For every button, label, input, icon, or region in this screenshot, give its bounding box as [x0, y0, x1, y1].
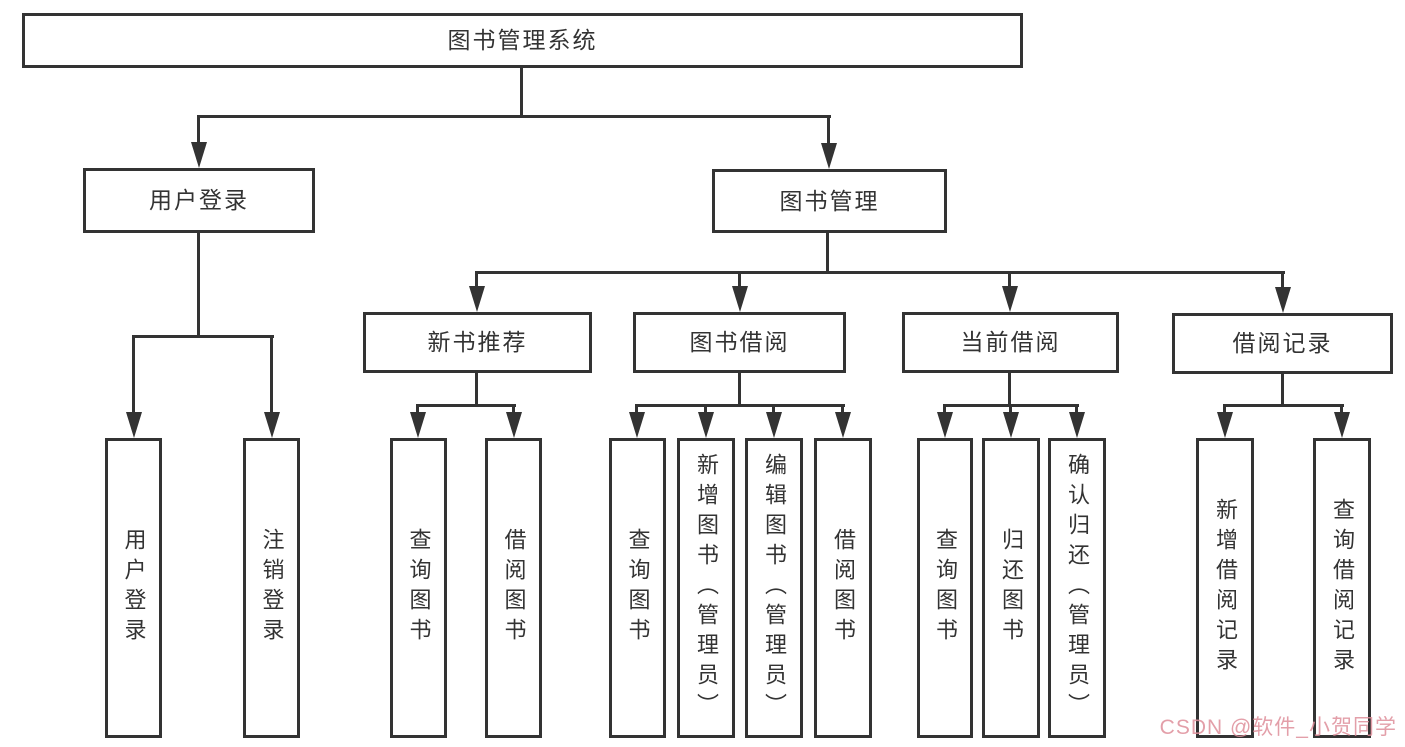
current-borrow-to-leaves-arrowhead-icon-0 [937, 412, 953, 438]
borrow-records-to-leaves-rail-0 [1223, 404, 1344, 407]
current-borrow-to-leaves-vline-0 [1008, 373, 1011, 407]
book-borrow-to-leaves-arrow-shaft-2 [772, 405, 775, 417]
root-to-level1-arrow-shaft-1 [827, 116, 830, 148]
book-mgmt-to-level2-arrow-shaft-1 [738, 272, 741, 291]
book-mgmt-to-level2-arrow-shaft-2 [1008, 272, 1011, 291]
book-borrow-to-leaves-rail-0 [635, 404, 845, 407]
current-borrow-to-leaves-arrowhead-icon-2 [1069, 412, 1085, 438]
book-borrow-to-leaves-arrowhead-icon-2 [766, 412, 782, 438]
new-books-to-leaves-vline-0 [475, 373, 478, 407]
borrow-records-to-leaves-arrow-shaft-0 [1223, 405, 1226, 417]
node-user-login: 用户登录 [83, 168, 315, 233]
node-leaf-logout: 注销登录 [243, 438, 300, 738]
node-leaf-edit-books: 编辑图书（管理员） [745, 438, 803, 738]
book-mgmt-to-level2-rail-0 [475, 271, 1285, 274]
node-leaf-query-books-2: 查询图书 [609, 438, 666, 738]
new-books-to-leaves-arrowhead-icon-1 [506, 412, 522, 438]
node-leaf-add-record: 新增借阅记录 [1196, 438, 1254, 738]
new-books-to-leaves-arrow-shaft-0 [416, 405, 419, 417]
node-current-borrow: 当前借阅 [902, 312, 1119, 373]
book-borrow-to-leaves-arrowhead-icon-0 [629, 412, 645, 438]
new-books-to-leaves-rail-0 [416, 404, 516, 407]
root-to-level1-rail-0 [197, 115, 831, 118]
borrow-records-to-leaves-vline-0 [1281, 374, 1284, 407]
node-book-borrow: 图书借阅 [633, 312, 846, 373]
current-borrow-to-leaves-arrowhead-icon-1 [1003, 412, 1019, 438]
new-books-to-leaves-arrowhead-icon-0 [410, 412, 426, 438]
book-mgmt-to-level2-vline-0 [826, 233, 829, 274]
node-leaf-query-record: 查询借阅记录 [1313, 438, 1371, 738]
book-mgmt-to-level2-arrow-shaft-3 [1281, 272, 1284, 292]
node-leaf-confirm-return: 确认归还（管理员） [1048, 438, 1106, 738]
borrow-records-to-leaves-arrowhead-icon-0 [1217, 412, 1233, 438]
book-mgmt-to-level2-arrowhead-icon-2 [1002, 286, 1018, 312]
book-borrow-to-leaves-arrow-shaft-0 [635, 405, 638, 417]
user-login-to-leaves-arrowhead-icon-0 [126, 412, 142, 438]
root-to-level1-arrowhead-icon-0 [191, 142, 207, 168]
borrow-records-to-leaves-arrow-shaft-1 [1340, 405, 1343, 417]
current-borrow-to-leaves-arrow-shaft-1 [1009, 405, 1012, 417]
node-leaf-borrow-books-2: 借阅图书 [814, 438, 872, 738]
user-login-to-leaves-rail-0 [132, 335, 274, 338]
new-books-to-leaves-arrow-shaft-1 [512, 405, 515, 417]
book-borrow-to-leaves-arrow-shaft-1 [704, 405, 707, 417]
user-login-to-leaves-arrow-shaft-0 [132, 336, 135, 417]
root-to-level1-arrowhead-icon-1 [821, 143, 837, 169]
node-leaf-user-login: 用户登录 [105, 438, 162, 738]
node-leaf-return-books: 归还图书 [982, 438, 1040, 738]
node-leaf-query-books-1: 查询图书 [390, 438, 447, 738]
node-new-books: 新书推荐 [363, 312, 592, 373]
book-mgmt-to-level2-arrowhead-icon-3 [1275, 287, 1291, 313]
book-mgmt-to-level2-arrowhead-icon-1 [732, 286, 748, 312]
book-mgmt-to-level2-arrow-shaft-0 [475, 272, 478, 291]
node-root: 图书管理系统 [22, 13, 1023, 68]
book-mgmt-to-level2-arrowhead-icon-0 [469, 286, 485, 312]
book-borrow-to-leaves-vline-0 [738, 373, 741, 407]
node-book-mgmt: 图书管理 [712, 169, 947, 233]
node-borrow-records: 借阅记录 [1172, 313, 1393, 374]
book-borrow-to-leaves-arrowhead-icon-1 [698, 412, 714, 438]
book-borrow-to-leaves-arrowhead-icon-3 [835, 412, 851, 438]
current-borrow-to-leaves-arrow-shaft-0 [943, 405, 946, 417]
user-login-to-leaves-vline-0 [197, 233, 200, 338]
node-leaf-query-books-3: 查询图书 [917, 438, 973, 738]
user-login-to-leaves-arrowhead-icon-1 [264, 412, 280, 438]
user-login-to-leaves-arrow-shaft-1 [270, 336, 273, 417]
root-to-level1-vline-0 [520, 68, 523, 118]
book-borrow-to-leaves-arrow-shaft-3 [841, 405, 844, 417]
node-leaf-borrow-books-1: 借阅图书 [485, 438, 542, 738]
borrow-records-to-leaves-arrowhead-icon-1 [1334, 412, 1350, 438]
root-to-level1-arrow-shaft-0 [197, 116, 200, 147]
node-leaf-add-books: 新增图书（管理员） [677, 438, 735, 738]
current-borrow-to-leaves-arrow-shaft-2 [1075, 405, 1078, 417]
